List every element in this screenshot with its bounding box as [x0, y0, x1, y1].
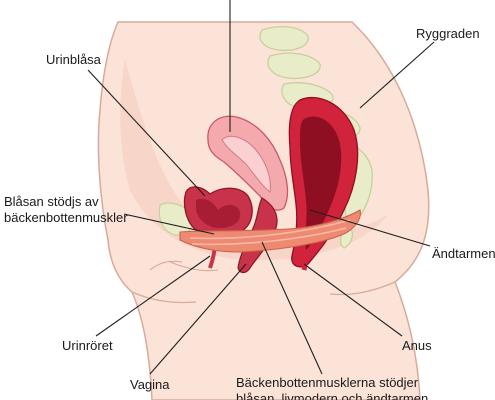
vertebra [259, 25, 309, 52]
anal-canal [294, 249, 307, 271]
bladder-lumen [196, 198, 241, 228]
label-blasan-stods-line1: Blåsan stödjs av [4, 194, 99, 209]
leader-urinblasa [87, 69, 206, 197]
label-urinroret: Urinröret [62, 338, 113, 353]
label-vagina: Vagina [130, 377, 170, 392]
uterus-cavity [221, 135, 271, 193]
leader-anus [303, 263, 403, 337]
leader-blasan-stods [123, 213, 215, 235]
vertebra [267, 52, 321, 80]
rectum-lumen [300, 116, 342, 250]
leader-lines [87, 0, 435, 375]
thigh-separation [149, 260, 219, 272]
leader-andtarmen [309, 209, 431, 247]
label-ryggraden: Ryggraden [416, 26, 480, 41]
rectum [288, 96, 359, 271]
label-backenbotten-line2: blåsan, livmodern och ändtarmen [236, 391, 428, 400]
uterus [207, 115, 289, 211]
muscle-fibers [189, 219, 351, 246]
thigh-line [131, 291, 197, 304]
buttock-crease [329, 281, 396, 296]
label-blasan-stods-line2: bäckenbottenmuskler [4, 210, 128, 225]
leader-vagina [149, 263, 247, 375]
leader-backenbotten [261, 241, 323, 375]
label-backenbotten-line1: Bäckenbottenmusklerna stödjer [236, 375, 419, 390]
label-andtarmen: Ändtarmen [432, 246, 495, 261]
leader-urinroret [95, 255, 211, 337]
label-anus: Anus [402, 338, 432, 353]
bladder [183, 186, 253, 269]
labels: Urinblåsa Ryggraden Blåsan stödjs av bäc… [4, 26, 495, 400]
label-urinblasa: Urinblåsa [46, 52, 102, 67]
leader-ryggraden [359, 41, 435, 109]
